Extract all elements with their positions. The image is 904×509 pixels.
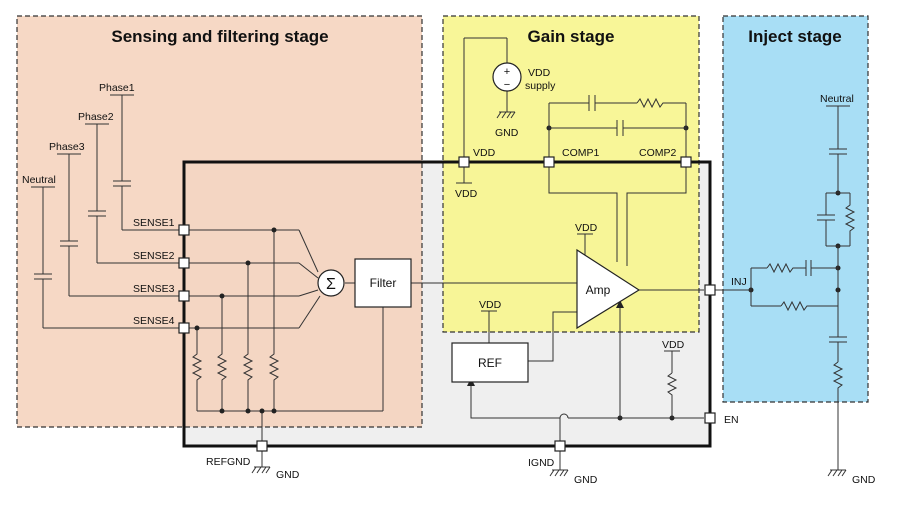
en-vdd-label: VDD — [662, 339, 685, 351]
refgnd-label: REFGND — [206, 456, 251, 468]
filter-label: Filter — [370, 276, 397, 290]
ref-vdd-label: VDD — [479, 299, 502, 311]
amp-label: Amp — [586, 283, 611, 297]
supply-minus-sign: − — [504, 79, 510, 91]
pin-sense4 — [178, 322, 190, 334]
phase2-label: Phase2 — [78, 111, 114, 123]
gain-stage-box — [442, 15, 700, 333]
phase1-label: Phase1 — [99, 82, 135, 94]
amp-block — [576, 248, 641, 330]
pin-ignd — [554, 440, 566, 452]
pin-en — [704, 412, 716, 424]
ref-label: REF — [478, 356, 502, 370]
comp1-label: COMP1 — [562, 147, 600, 159]
supply-gnd-label: GND — [495, 127, 519, 139]
ignd-label: IGND — [528, 457, 555, 469]
sense3-label: SENSE3 — [133, 283, 175, 295]
inject-neutral-label: Neutral — [820, 93, 854, 105]
chip-pins — [178, 156, 716, 452]
junction-dots — [194, 125, 841, 421]
inject-stage-title: Inject stage — [748, 27, 842, 46]
ignd-gnd-label: GND — [574, 474, 598, 486]
supply-vdd-label: VDD — [528, 67, 551, 79]
supply-plus-sign: + — [504, 66, 510, 78]
sense1-label: SENSE1 — [133, 217, 175, 229]
ground-symbol-ignd — [549, 469, 569, 477]
filter-block — [354, 258, 412, 308]
amp-input-arrow — [616, 300, 624, 308]
pin-refgnd — [256, 440, 268, 452]
phase3-label: Phase3 — [49, 141, 85, 153]
gain-stage-title: Gain stage — [528, 27, 615, 46]
vdd-pin-down-label: VDD — [455, 188, 478, 200]
en-label: EN — [724, 414, 739, 426]
amp-vdd-label: VDD — [575, 222, 598, 234]
chip-outline — [182, 160, 712, 448]
inject-stage-wires — [715, 105, 856, 470]
ground-symbol-inject — [827, 469, 847, 477]
vdd-pin-label: VDD — [473, 147, 496, 159]
vdd-supply-source: + − — [492, 62, 522, 92]
neutral-conductor-label: Neutral — [22, 174, 56, 186]
ground-symbol-supply — [496, 111, 516, 119]
ref-block — [451, 342, 529, 383]
summing-junction: Σ — [317, 269, 345, 297]
pin-sense3 — [178, 290, 190, 302]
sum-symbol: Σ — [326, 276, 336, 293]
sensing-stage-box — [16, 15, 423, 428]
inject-gnd-label: GND — [852, 474, 876, 486]
comp2-label: COMP2 — [639, 147, 677, 159]
sense4-label: SENSE4 — [133, 315, 175, 327]
pin-inj — [704, 284, 716, 296]
inj-label: INJ — [731, 276, 747, 288]
inject-stage-box — [722, 15, 869, 403]
sense-internal-wires — [189, 229, 577, 446]
pin-sense2 — [178, 257, 190, 269]
sensing-stage-title: Sensing and filtering stage — [111, 27, 328, 46]
pin-comp2 — [680, 156, 692, 168]
supply-label: supply — [525, 80, 556, 92]
ground-symbol-refgnd — [251, 466, 271, 474]
pin-sense1 — [178, 224, 190, 236]
refgnd-gnd-label: GND — [276, 469, 300, 481]
pin-comp1 — [543, 156, 555, 168]
pin-vdd — [458, 156, 470, 168]
sense2-label: SENSE2 — [133, 250, 175, 262]
gain-stage-wires — [261, 37, 704, 470]
conductor-wires — [31, 94, 184, 329]
